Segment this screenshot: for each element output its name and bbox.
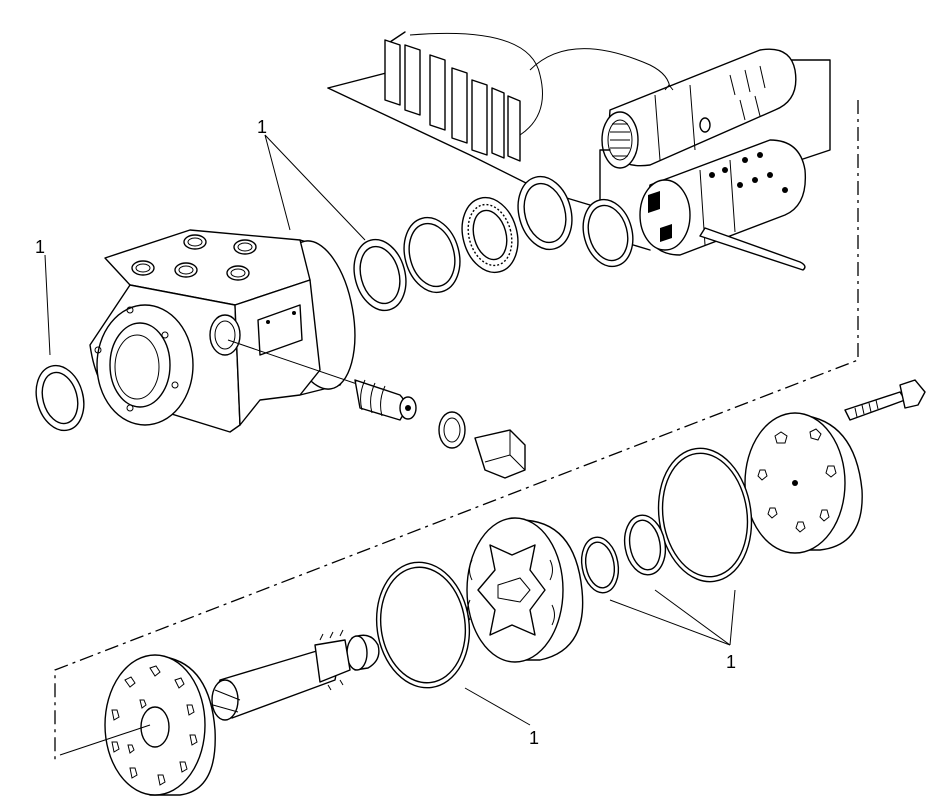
end-cap: [744, 412, 863, 554]
bearing-race: [517, 175, 573, 251]
drive-shaft: [211, 629, 351, 721]
large-o-ring-left: [375, 561, 471, 689]
centering-springs: [384, 32, 671, 162]
sleeve: [639, 139, 807, 256]
check-plug: [474, 429, 526, 479]
valve-housing: [89, 229, 356, 433]
cross-pin: [699, 227, 806, 271]
callout-upper-seals: 1: [257, 117, 267, 137]
spool-sleeve-group: [327, 31, 831, 271]
seal-ring-1: [353, 238, 407, 312]
callout-lower-ring: 1: [529, 728, 539, 748]
spool: [601, 48, 797, 169]
small-seal-left: [580, 536, 620, 594]
wear-plate: [59, 654, 216, 796]
seal-ring-2: [403, 216, 461, 294]
assembly-centerline: [54, 100, 859, 760]
cap-screw: [844, 379, 926, 421]
thrust-bearing: [461, 196, 519, 274]
check-valve-spring: [354, 379, 417, 421]
check-washer: [438, 411, 466, 449]
housing-ports: [131, 234, 257, 281]
gerotor-set: [466, 517, 584, 663]
callout-left-seal: 1: [35, 237, 45, 257]
leader-lines: [44, 134, 736, 726]
seal-ring-3: [582, 198, 634, 268]
small-seal-right: [623, 514, 667, 576]
callout-right-seals: 1: [726, 652, 736, 672]
spacer: [346, 634, 380, 671]
upper-seal-stack: [353, 175, 634, 312]
large-o-ring-right: [657, 447, 753, 583]
left-seal-ring: [35, 364, 85, 432]
